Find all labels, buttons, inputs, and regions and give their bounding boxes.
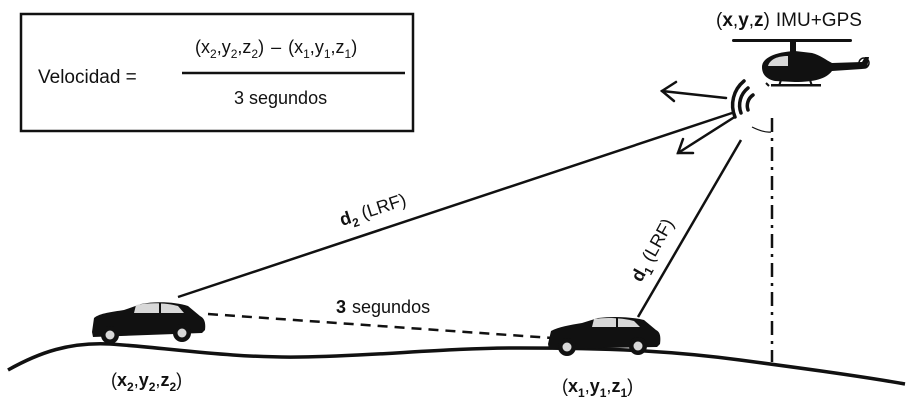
car-travel-dashed-line — [207, 312, 553, 340]
formula-label: Velocidad = — [38, 67, 137, 88]
arrow-icon — [676, 116, 735, 155]
d1-label: d1(LRF) — [627, 215, 681, 287]
helicopter-icon — [732, 39, 870, 87]
car-icon — [548, 316, 661, 356]
helicopter-label: (x,y,z)IMU+GPS — [716, 10, 862, 31]
formula-denominator: 3 segundos — [234, 88, 327, 108]
formula-numerator: (x2,y2,z2)–(x1,y1,z1) — [195, 37, 357, 61]
arrow-icon — [659, 80, 728, 103]
car-icon — [92, 302, 206, 344]
car2-coordinates: (x2,y2,z2) — [111, 370, 182, 394]
formula-box: Velocidad = (x2,y2,z2)–(x1,y1,z1) 3 segu… — [19, 12, 415, 133]
d2-range-line — [177, 111, 733, 299]
d2-label: d2(LRF) — [337, 190, 410, 234]
angle-arc — [751, 126, 772, 133]
car1-coordinates: (x1,y1,z1) — [562, 376, 633, 398]
signal-waves-icon — [730, 79, 755, 119]
d1-range-line — [636, 139, 743, 318]
